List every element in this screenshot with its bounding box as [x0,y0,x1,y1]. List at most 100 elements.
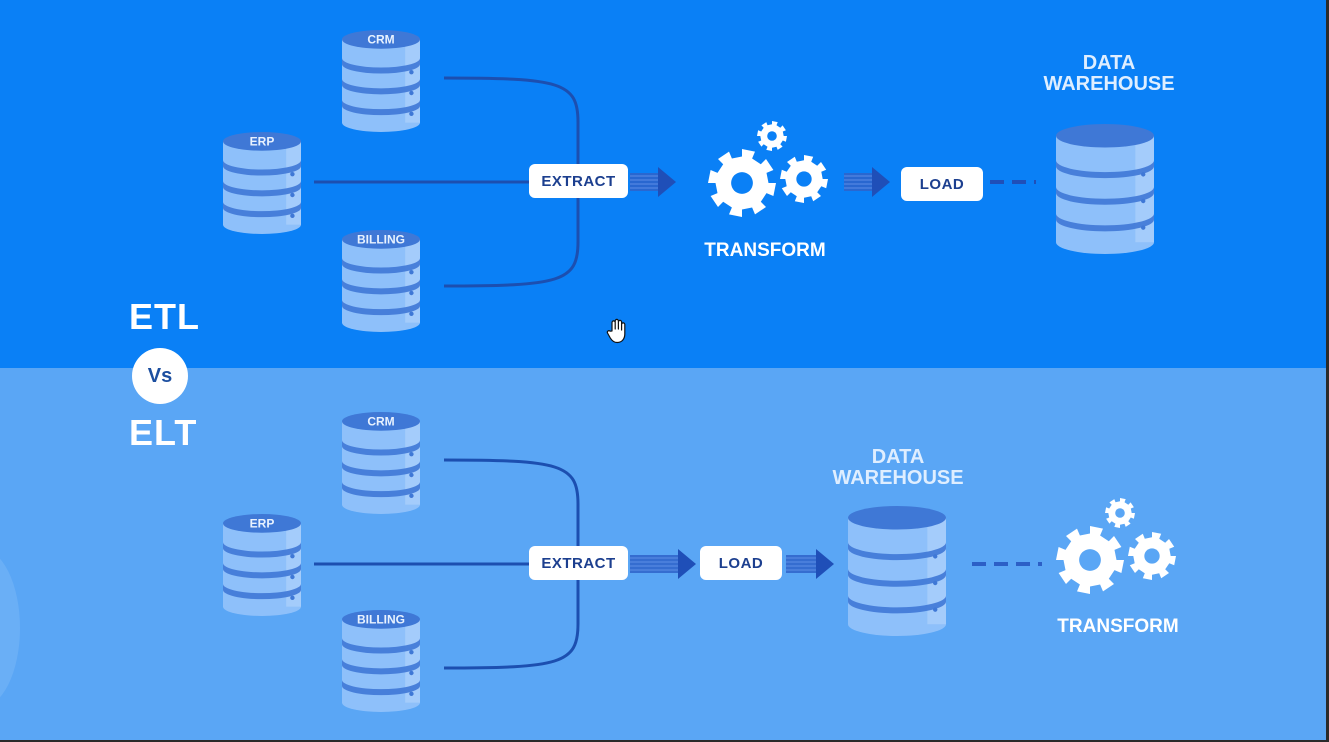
elt-transform-gears-medium [1128,532,1176,580]
elt-warehouse-label: DATA WAREHOUSE [798,447,998,489]
vs-badge: Vs [132,348,188,404]
etl-crm-database-led [409,90,414,96]
elt-load-label: LOAD [718,554,764,572]
elt-warehouse-database [848,506,946,636]
etl-erp-database-label: ERP [250,134,275,148]
elt-erp-database-shade [286,523,301,607]
etl-erp-database-led [290,213,295,219]
etl-warehouse-label: DATA WAREHOUSE [1009,53,1209,95]
elt-transform-gears-large [1056,526,1124,594]
etl-load-label: LOAD [919,175,965,193]
elt-extract-pill: EXTRACT [529,546,628,580]
elt-load-pill: LOAD [700,546,782,580]
etl-warehouse-database [1056,123,1154,255]
elt-billing-database-band [342,659,420,675]
etl-erp-database-led [290,171,295,177]
elt-warehouse-database-led [933,554,938,559]
etl-crm-database: CRM [342,30,420,132]
etl-billing-database: BILLING [342,230,420,333]
elt-crm-database-shade [405,421,420,505]
etl-warehouse-database-led [1141,172,1146,177]
etl-erp-database-shade [286,141,301,225]
etl-transform-gears-medium [780,155,828,203]
etl-transform-label: TRANSFORM [704,240,826,261]
etl-billing-database-band [342,279,420,295]
etl-billing-database-led [409,311,414,317]
etl-billing-database-label: BILLING [357,232,405,246]
elt-erp-database-band [223,563,301,579]
elt-warehouse-database-band [848,569,946,587]
etl-extract-label: EXTRACT [541,172,616,190]
etl-transform-gears-medium-hole [796,171,812,187]
elt-warehouse-label-line2: WAREHOUSE [832,467,964,489]
etl-warehouse-database-top [1056,123,1154,148]
elt-erp-database: ERP [223,514,301,616]
elt-crm-database-top [342,412,420,431]
elt-billing-database-band [342,679,420,696]
etl-erp-database-band [223,160,301,176]
elt-crm-database: CRM [342,412,420,514]
elt-crm-database-led [409,493,414,499]
elt-billing-database-led [409,649,414,655]
elt-billing-database-led [409,691,414,697]
etl-warehouse-label-line2: WAREHOUSE [1043,73,1175,95]
vs-label: Vs [147,364,173,387]
etl-warehouse-database-band [1056,160,1154,179]
etl-crm-database-led [409,69,414,75]
etl-erp-database-band [223,181,301,197]
etl-billing-database-band [342,299,420,316]
etl-load-arrow-head [872,167,890,197]
elt-load-arrow-shaft [786,555,820,573]
elt-transform-gears-small-hole [1115,508,1125,518]
etl-crm-database-label: CRM [367,32,394,46]
elt-billing-database-led [409,670,414,676]
elt-transform-gears-medium-hole [1144,548,1160,564]
elt-billing-database-band [342,638,420,654]
etl-warehouse-database-led [1141,198,1146,204]
etl-load-pill: LOAD [901,167,983,201]
elt-extract-arrow-shaft [630,555,682,573]
etl-crm-database-shade [405,39,420,123]
elt-warehouse-database-band [848,542,946,561]
etl-transform-gears-small [757,121,787,151]
etl-extract-pill: EXTRACT [529,164,628,198]
elt-warehouse-database-top [848,506,946,530]
etl-extract-arrow-shaft [630,173,662,191]
etl-warehouse-database-shade [1135,135,1154,243]
elt-crm-database-label: CRM [367,414,394,428]
elt-extract-label: EXTRACT [541,554,616,572]
etl-billing-database-shade [405,239,420,323]
etl-billing-database-band [342,258,420,274]
elt-erp-database-band [223,583,301,600]
elt-warehouse-database-band [848,595,946,614]
elt-crm-database-band [342,440,420,456]
elt-erp-database-led [290,574,295,580]
etl-load-arrow-shaft [844,173,876,191]
elt-warehouse-label-line1: DATA [871,446,925,468]
elt-erp-database-band [223,542,301,558]
etl-erp-database: ERP [223,132,301,234]
etl-erp-database-led [290,192,295,198]
elt-crm-database-led [409,451,414,457]
elt-transform-gears-small [1105,498,1135,528]
etl-erp-database-top [223,132,301,151]
elt-crm-database-led [409,472,414,478]
elt-billing-database-label: BILLING [357,612,405,626]
elt-erp-database-label: ERP [250,516,275,530]
etl-crm-database-top [342,30,420,49]
elt-warehouse-database-led [933,607,938,612]
hand-cursor-icon [606,318,626,344]
etl-billing-database-led [409,269,414,275]
etl-crm-database-band [342,79,420,95]
etl-billing-database-top [342,230,420,249]
elt-billing-database-shade [405,619,420,703]
etl-warehouse-label-line1: DATA [1082,52,1136,74]
etl-crm-database-band [342,99,420,116]
elt-load-arrow-head [816,549,834,579]
etl-transform-gears-small-hole [767,131,777,141]
etl-transform-gears-large [708,149,776,217]
elt-billing-database: BILLING [342,610,420,712]
elt-crm-database-band [342,481,420,498]
